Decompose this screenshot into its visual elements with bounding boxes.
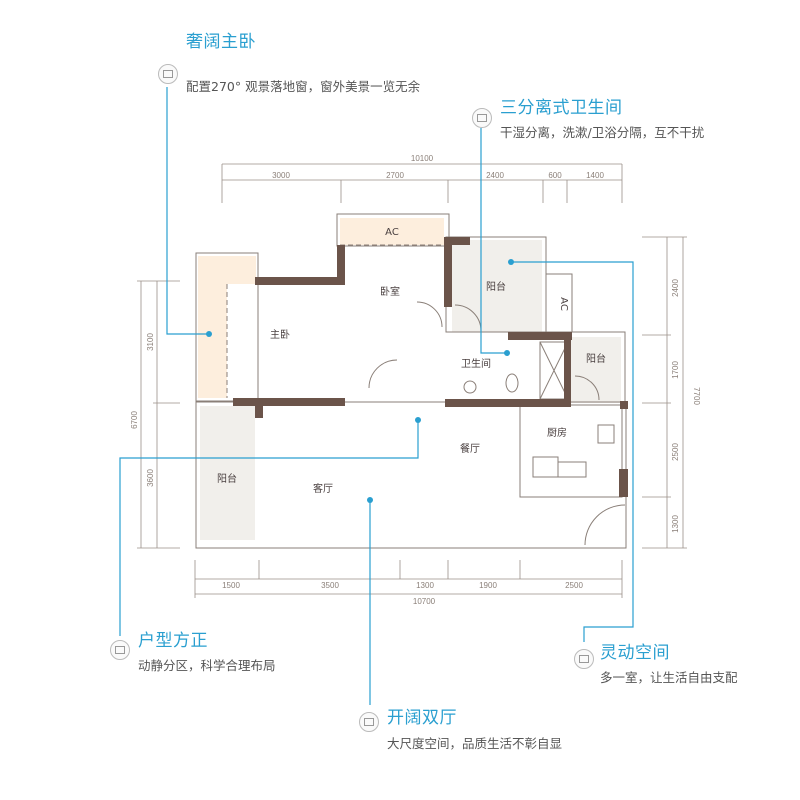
ac-label: AC: [385, 227, 399, 238]
callout-title: 三分离式卫生间: [500, 98, 623, 118]
callout-desc: 动静分区，科学合理布局: [138, 658, 276, 673]
dim-right: 2500: [671, 443, 680, 461]
callout-desc: 多一室，让生活自由支配: [600, 670, 738, 685]
dim-top: 2700: [386, 171, 404, 180]
room-living: 客厅: [313, 482, 333, 495]
grid-layout-icon: [110, 640, 130, 660]
dim-left: 3600: [146, 469, 155, 487]
room-kitchen: 厨房: [547, 426, 567, 439]
dim-bottom: 1300: [416, 581, 434, 590]
dim-bottom-total: 10700: [413, 597, 436, 606]
balcony-left: [200, 406, 255, 540]
balcony-top: [452, 240, 542, 332]
dimension-lines: [137, 163, 687, 598]
bedroom-bay-window: [340, 218, 444, 245]
bathroom-icon: [472, 108, 492, 128]
dim-top: 2400: [486, 171, 504, 180]
room-bathroom: 卫生间: [461, 357, 491, 370]
callout-title: 开阔双厅: [387, 708, 457, 728]
dim-top: 600: [548, 171, 562, 180]
room-master-bedroom: 主卧: [270, 328, 290, 341]
callout-title: 灵动空间: [600, 643, 670, 663]
dim-left-total: 6700: [130, 411, 139, 429]
room-door-icon: [574, 649, 594, 669]
outline-walls: [195, 213, 627, 549]
dim-right: 2400: [671, 279, 680, 297]
dim-bottom: 1500: [222, 581, 240, 590]
callout-title: 户型方正: [138, 631, 208, 651]
balcony-right: [571, 337, 621, 403]
callout-title: 奢阔主卧: [186, 32, 256, 52]
dim-top-total: 10100: [411, 154, 434, 163]
room-balcony-top: 阳台: [486, 280, 506, 293]
dim-right-total: 7700: [692, 387, 701, 405]
room-bedroom: 卧室: [380, 285, 400, 298]
dim-top: 3000: [272, 171, 290, 180]
bed-icon: [158, 64, 178, 84]
sofa-icon: [359, 712, 379, 732]
dim-bottom: 2500: [565, 581, 583, 590]
callout-desc: 大尺度空间，品质生活不彰自显: [387, 736, 563, 751]
callout-desc: 干湿分离，洗漱/卫浴分隔，互不干扰: [500, 125, 705, 140]
dim-right: 1700: [671, 361, 680, 379]
callout-dots: [206, 259, 514, 503]
room-balcony-right: 阳台: [586, 352, 606, 365]
dim-right: 1300: [671, 515, 680, 533]
dim-top: 1400: [586, 171, 604, 180]
room-balcony-left: 阳台: [217, 472, 237, 485]
structural-walls: [233, 237, 628, 497]
ac-label: AC: [558, 297, 569, 311]
callout-lines: [119, 87, 634, 705]
dim-bottom: 1900: [479, 581, 497, 590]
callout-desc: 配置270° 观景落地窗，窗外美景一览无余: [186, 79, 421, 94]
dim-left: 3100: [146, 333, 155, 351]
dim-bottom: 3500: [321, 581, 339, 590]
room-dining: 餐厅: [460, 442, 480, 455]
